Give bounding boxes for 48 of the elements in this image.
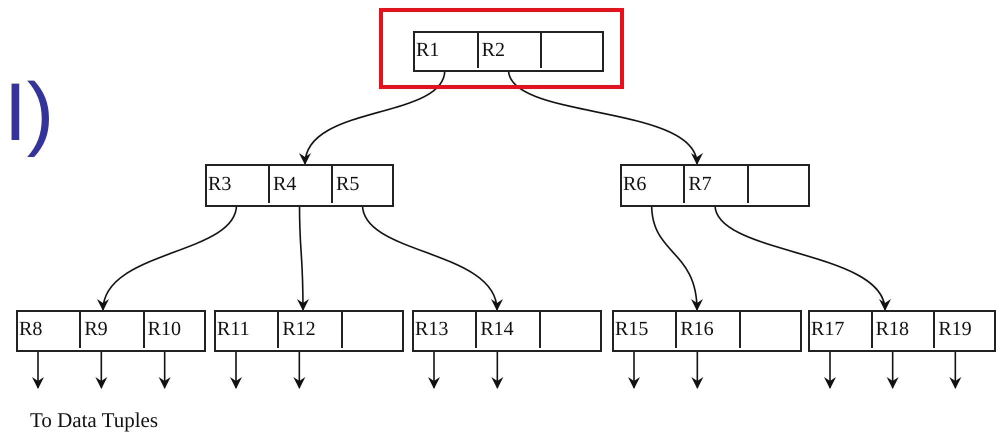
entry-cell: R3	[205, 164, 268, 203]
entry-cell: R19	[933, 310, 996, 348]
arrow	[95, 350, 108, 389]
highlight-frame	[379, 8, 624, 89]
arrow	[158, 350, 171, 389]
entry-cell: R6	[620, 164, 684, 203]
entry-cell: R12	[277, 310, 341, 348]
entry-cell: R2	[476, 31, 540, 68]
arrow	[628, 350, 640, 389]
arrow	[230, 350, 242, 389]
entry-cell: R9	[79, 310, 143, 348]
index-node-box	[612, 310, 802, 352]
index-node-box	[205, 164, 394, 207]
index-node-box	[413, 31, 604, 72]
arrow	[296, 205, 309, 311]
entry-cell: R17	[808, 310, 871, 348]
entry-cell: R1	[413, 31, 477, 68]
arrow	[491, 350, 504, 389]
entry-cell: R13	[412, 310, 476, 348]
arrow	[362, 204, 501, 311]
arrow	[824, 350, 836, 389]
entry-cell: R8	[16, 310, 80, 348]
arrow	[650, 204, 702, 311]
entry-cell: R11	[214, 310, 278, 348]
entry-cell: R4	[268, 164, 331, 203]
caption-text: To Data Tuples	[30, 410, 158, 431]
entry-cell: R16	[675, 310, 739, 348]
arrow	[32, 350, 44, 389]
entry-cell: R7	[683, 164, 747, 203]
arrow	[691, 350, 704, 389]
index-node-box	[412, 310, 602, 352]
arrow	[428, 350, 440, 389]
arrow	[293, 350, 306, 389]
entry-cell: R14	[475, 310, 539, 348]
arrow	[714, 204, 888, 311]
entry-cell: R15	[612, 310, 676, 348]
arrow	[99, 204, 238, 311]
arrow	[886, 350, 899, 389]
entry-cell: R10	[142, 310, 206, 348]
arrow	[508, 70, 700, 165]
arrow	[301, 70, 446, 165]
index-node-box	[16, 310, 206, 352]
arrow	[949, 350, 962, 389]
entry-cell: R5	[331, 164, 394, 203]
entry-cell: R18	[870, 310, 934, 348]
index-node-box	[620, 164, 810, 207]
index-node-box	[808, 310, 996, 352]
index-node-box	[214, 310, 404, 352]
